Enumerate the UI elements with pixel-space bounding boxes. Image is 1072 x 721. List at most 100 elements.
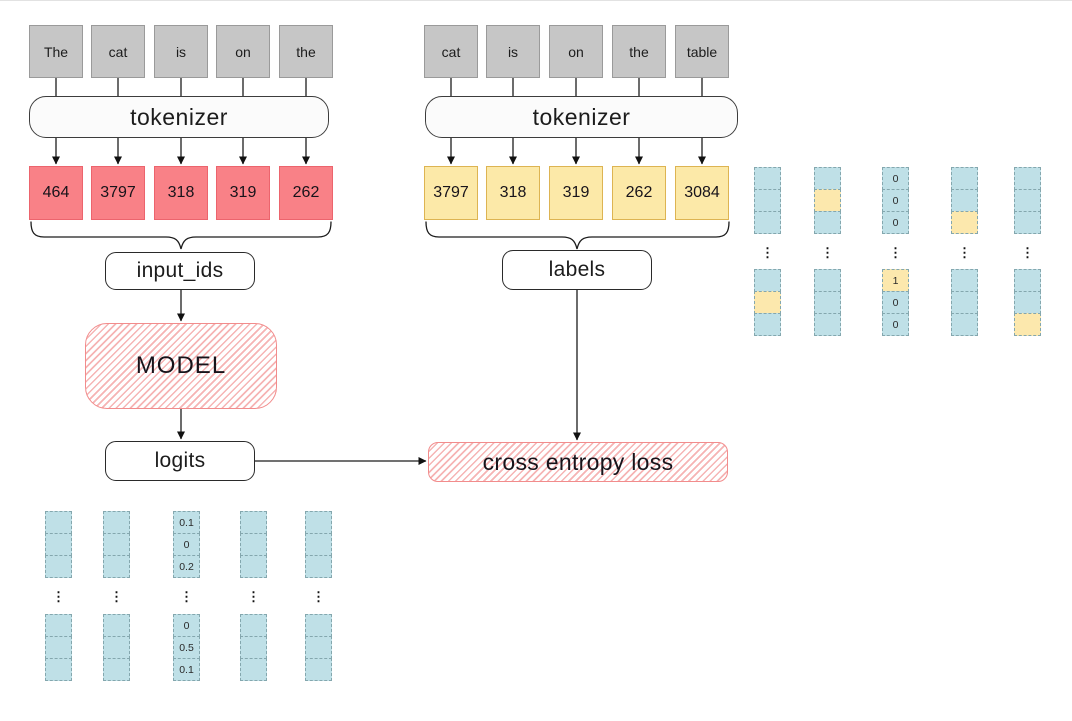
vector-cell — [45, 614, 72, 637]
token-word-box: the — [612, 25, 666, 78]
vector-cell — [103, 511, 130, 534]
tokenizer-left-box: tokenizer — [29, 96, 329, 138]
vector-cell: 0 — [882, 211, 909, 234]
vector-cell — [45, 555, 72, 578]
token-word-box: is — [486, 25, 540, 78]
input-id-box: 319 — [216, 166, 270, 220]
vector-cell: 0.1 — [173, 658, 200, 681]
vector-ellipsis: ⋮ — [180, 589, 193, 604]
vector-cell: 0 — [882, 313, 909, 336]
vector-cell — [951, 313, 978, 336]
input-id-box: 464 — [29, 166, 83, 220]
tokenizer-right-box: tokenizer — [425, 96, 738, 138]
token-word-box: table — [675, 25, 729, 78]
input-ids-label-box: input_ids — [105, 252, 255, 290]
token-word-box: The — [29, 25, 83, 78]
model-box: MODEL — [85, 323, 277, 409]
vector-cell — [45, 533, 72, 556]
vector-cell — [754, 167, 781, 190]
vector-ellipsis: ⋮ — [889, 244, 902, 260]
vector-cell — [240, 636, 267, 659]
vector-cell — [103, 555, 130, 578]
label-id-box: 3797 — [424, 166, 478, 220]
vector-cell-highlighted: 1 — [882, 269, 909, 292]
vector-cell: 0.1 — [173, 511, 200, 534]
vector-cell — [951, 291, 978, 314]
vector-cell — [951, 189, 978, 212]
vector-cell — [814, 313, 841, 336]
vector-cell-highlighted — [951, 211, 978, 234]
vector-cell-highlighted — [1014, 313, 1041, 336]
vector-cell — [240, 511, 267, 534]
vector-cell — [305, 555, 332, 578]
vector-cell — [305, 533, 332, 556]
logit-vector-column: ⋮ — [240, 511, 267, 681]
vector-cell — [103, 533, 130, 556]
token-word-box: on — [549, 25, 603, 78]
input-id-box: 3797 — [91, 166, 145, 220]
logit-vector-column: ⋮ — [305, 511, 332, 681]
token-word-box: cat — [424, 25, 478, 78]
vector-cell — [754, 211, 781, 234]
logits-label-box: logits — [105, 441, 255, 481]
label-vector-column: ⋮ — [951, 167, 978, 336]
logit-vector-column: ⋮ — [103, 511, 130, 681]
vector-ellipsis: ⋮ — [110, 589, 123, 604]
vector-cell — [951, 167, 978, 190]
vector-ellipsis: ⋮ — [958, 244, 971, 260]
vector-cell — [240, 555, 267, 578]
vector-cell — [305, 636, 332, 659]
vector-cell — [1014, 189, 1041, 212]
vector-cell: 0 — [173, 614, 200, 637]
vector-cell — [240, 533, 267, 556]
vector-cell: 0.2 — [173, 555, 200, 578]
vector-cell — [754, 313, 781, 336]
vector-cell — [1014, 291, 1041, 314]
vector-cell — [814, 291, 841, 314]
token-word-box: the — [279, 25, 333, 78]
vector-cell-highlighted — [814, 189, 841, 212]
token-word-box: is — [154, 25, 208, 78]
vector-cell — [305, 614, 332, 637]
vector-ellipsis: ⋮ — [821, 244, 834, 260]
vector-cell: 0 — [882, 291, 909, 314]
vector-cell — [1014, 211, 1041, 234]
vector-cell — [1014, 167, 1041, 190]
vector-ellipsis: ⋮ — [52, 589, 65, 604]
vector-cell — [814, 211, 841, 234]
token-word-box: on — [216, 25, 270, 78]
label-id-box: 319 — [549, 166, 603, 220]
vector-cell — [45, 511, 72, 534]
label-id-box: 262 — [612, 166, 666, 220]
vector-cell — [754, 189, 781, 212]
vector-cell — [103, 636, 130, 659]
vector-cell — [951, 269, 978, 292]
label-vector-column: ⋮ — [754, 167, 781, 336]
vector-cell: 0 — [882, 189, 909, 212]
vector-cell-highlighted — [754, 291, 781, 314]
vector-ellipsis: ⋮ — [247, 589, 260, 604]
input-id-box: 262 — [279, 166, 333, 220]
label-vector-column: 0 0 0 ⋮ 1 0 0 — [882, 167, 909, 336]
vector-cell — [754, 269, 781, 292]
token-word-box: cat — [91, 25, 145, 78]
input-id-box: 318 — [154, 166, 208, 220]
vector-ellipsis: ⋮ — [312, 589, 325, 604]
vector-cell — [305, 511, 332, 534]
vector-cell — [240, 658, 267, 681]
vector-ellipsis: ⋮ — [761, 244, 774, 260]
vector-cell — [305, 658, 332, 681]
vector-cell — [1014, 269, 1041, 292]
vector-ellipsis: ⋮ — [1021, 244, 1034, 260]
logit-vector-column: 0.1 0 0.2 ⋮ 0 0.5 0.1 — [173, 511, 200, 681]
label-id-box: 3084 — [675, 166, 729, 220]
label-id-box: 318 — [486, 166, 540, 220]
vector-cell: 0.5 — [173, 636, 200, 659]
label-vector-column: ⋮ — [1014, 167, 1041, 336]
logit-vector-column: ⋮ — [45, 511, 72, 681]
labels-label-box: labels — [502, 250, 652, 290]
vector-cell: 0 — [882, 167, 909, 190]
vector-cell — [240, 614, 267, 637]
